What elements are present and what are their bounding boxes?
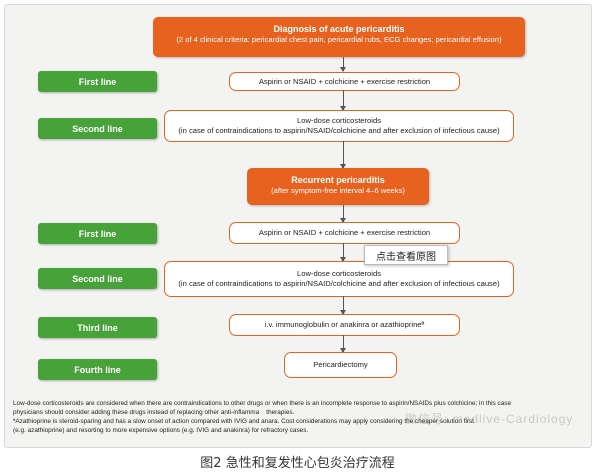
recurrent-second-line-label: Second line xyxy=(38,268,157,289)
fourth-line-label: Fourth line xyxy=(38,359,157,380)
watermark: 微信号: medlive-Cardiology xyxy=(405,412,574,426)
recurrent-first-line-text: Aspirin or NSAID + colchicine + exercise… xyxy=(258,228,431,237)
arrow-down xyxy=(340,141,346,169)
arrow-down xyxy=(340,57,346,72)
third-line-box: i.v. immunoglobulin or anakinra or azath… xyxy=(229,314,460,336)
arrow-down xyxy=(340,243,346,262)
arrow-down xyxy=(340,90,346,111)
third-line-label: Third line xyxy=(38,317,157,338)
footnote: Low-dose corticosteroids are considered … xyxy=(13,399,593,435)
arrow-down xyxy=(340,205,346,223)
recurrent-box: Recurrent pericarditis (after symptom-fr… xyxy=(247,168,429,205)
footnote-text: ra. Cost considerations may apply consid… xyxy=(271,418,474,425)
footnote-line: Low-dose corticosteroids are considered … xyxy=(13,400,512,407)
recurrent-second-line-note: (in case of contraindications to aspirin… xyxy=(178,279,500,288)
footnote-line: (e.g. azathioprine) and resorting to mor… xyxy=(13,427,309,434)
diagnosis-title: Diagnosis of acute pericarditis xyxy=(273,24,405,34)
recurrent-second-line-box: Low-dose corticosteroids (in case of con… xyxy=(164,261,514,297)
acute-first-line-label: First line xyxy=(38,71,157,92)
fourth-line-box: Pericardiectomy xyxy=(284,352,397,378)
diagnosis-subtitle: (2 of 4 clinical criteria: pericardial c… xyxy=(176,35,502,44)
arrow-down xyxy=(340,335,346,353)
figure-caption: 图2 急性和复发性心包炎治疗流程 xyxy=(200,456,395,471)
recurrent-title: Recurrent pericarditis xyxy=(291,175,385,185)
recurrent-first-line-label: First line xyxy=(38,223,157,244)
view-original-tooltip[interactable]: 点击查看原图 xyxy=(364,245,448,265)
acute-second-line-box: Low-dose corticosteroids (in case of con… xyxy=(164,110,514,142)
acute-first-line-box: Aspirin or NSAID + colchicine + exercise… xyxy=(229,72,460,91)
acute-second-line-note: (in case of contraindications to aspirin… xyxy=(178,126,500,135)
footnote-line: physicians should consider adding these … xyxy=(13,408,593,417)
footnote-text: therapies. xyxy=(266,409,295,416)
third-line-text: i.v. immunoglobulin or anakinra or azath… xyxy=(264,320,425,329)
arrow-down xyxy=(340,296,346,315)
acute-second-line-title: Low-dose corticosteroids xyxy=(297,116,381,125)
acute-second-line-label: Second line xyxy=(38,118,157,139)
diagnosis-box: Diagnosis of acute pericarditis (2 of 4 … xyxy=(153,17,525,57)
recurrent-subtitle: (after symptom-free interval 4–6 weeks) xyxy=(271,186,405,195)
recurrent-first-line-box: Aspirin or NSAID + colchicine + exercise… xyxy=(229,222,460,244)
recurrent-second-line-title: Low-dose corticosteroids xyxy=(297,269,381,278)
diagram-frame: Diagnosis of acute pericarditis (2 of 4 … xyxy=(4,4,592,448)
footnote-text: physicians should consider adding these … xyxy=(13,409,260,416)
fourth-line-text: Pericardiectomy xyxy=(313,360,368,369)
acute-first-line-text: Aspirin or NSAID + colchicine + exercise… xyxy=(258,76,431,86)
footnote-text: ªAzathioprine is steroid-sparing and has… xyxy=(13,418,272,425)
footnote-line: ªAzathioprine is steroid-sparing and has… xyxy=(13,417,593,426)
